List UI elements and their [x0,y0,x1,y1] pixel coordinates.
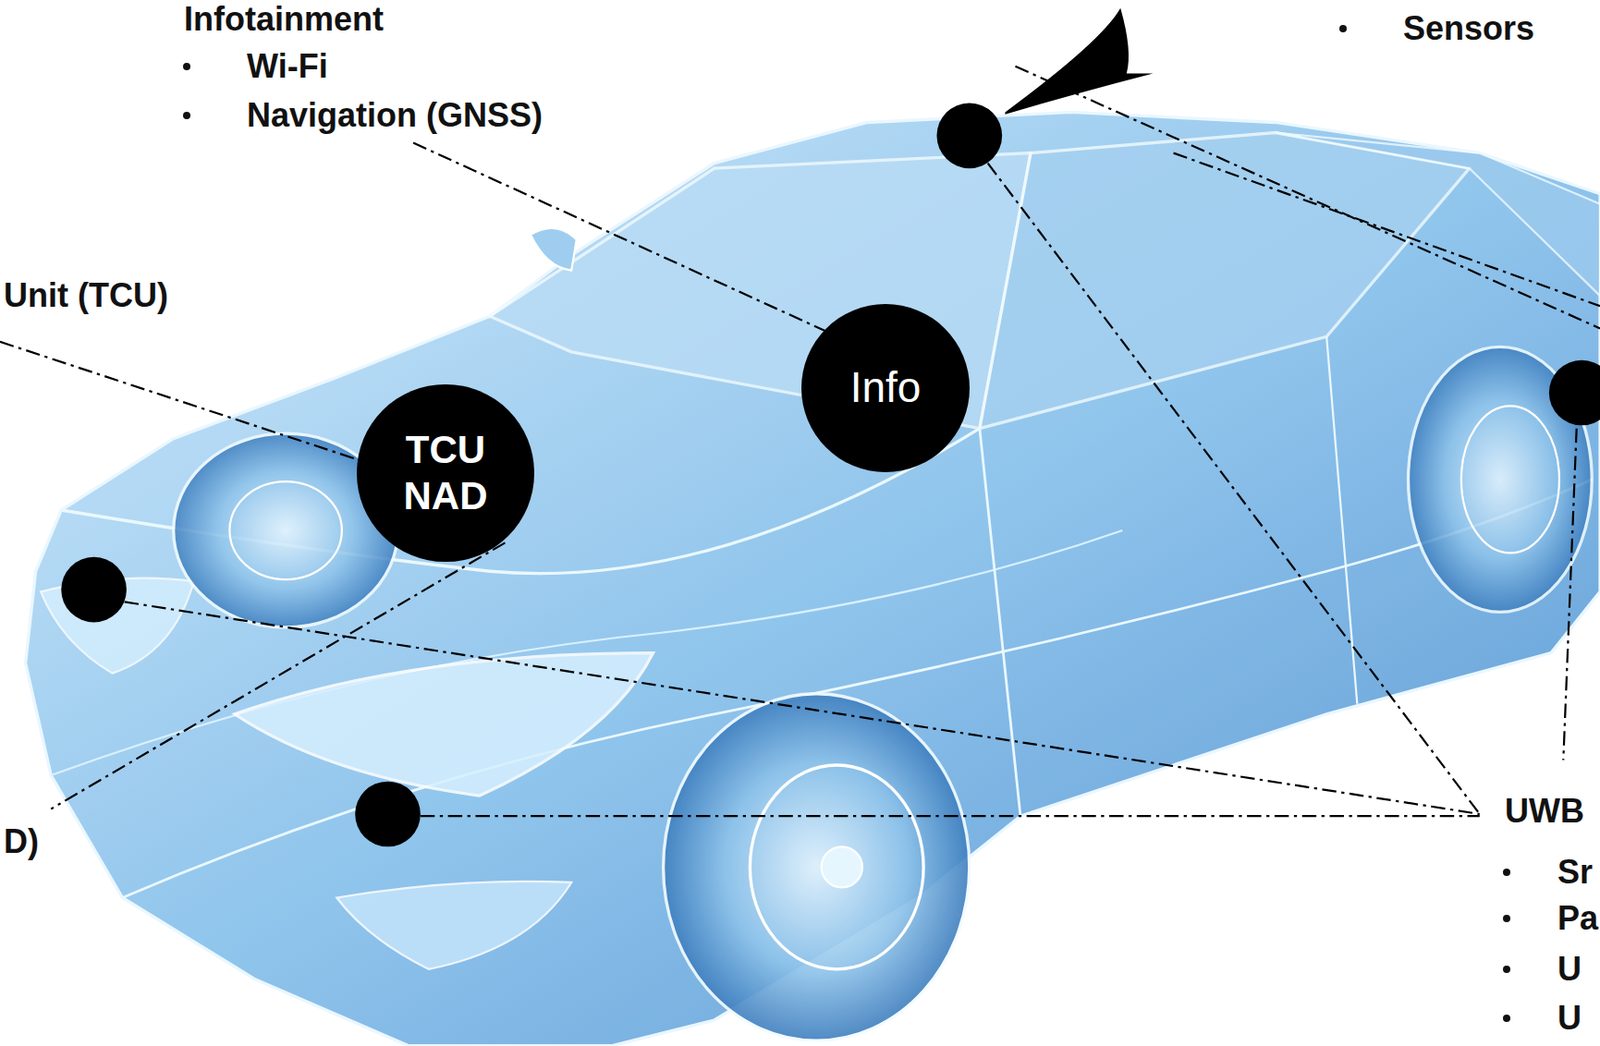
module-circle: Info [801,304,970,473]
leader-lines [0,66,1600,817]
antenna-dots [61,8,1600,847]
callout-label: Unit (TCU) [3,276,169,315]
callout-label: Sensors [1403,9,1535,48]
callout-label: Navigation (GNSS) [246,96,543,135]
module-name: TCU NAD [381,427,511,521]
callout-label: U [1557,950,1582,989]
module-circle: TCU NAD [356,384,534,562]
callout-label: D) [3,822,39,861]
module-name: Info [850,362,922,414]
callout-label: Infotainment [183,0,384,38]
callout-label: Pa [1557,899,1599,938]
bullet-dots [183,24,1511,1023]
callout-label: Wi-Fi [246,47,329,86]
car-body [25,111,1600,1046]
callout-label: Sr [1557,853,1593,892]
callout-label: UWB [1504,792,1585,831]
callout-label: U [1557,999,1582,1038]
